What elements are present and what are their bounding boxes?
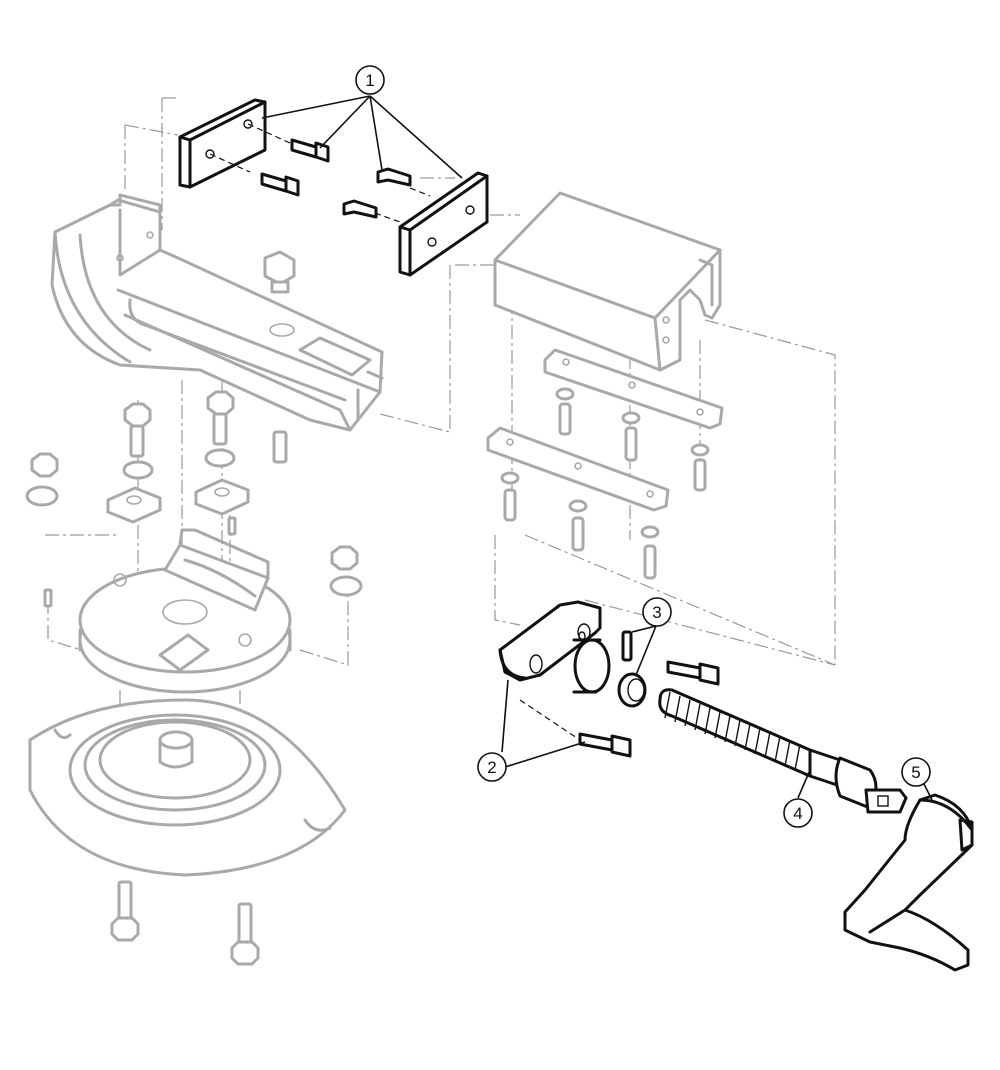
hex-nuts: [25, 452, 363, 608]
crank-handle: [843, 793, 974, 972]
callout-3: 3: [642, 597, 672, 627]
screw-bracket: [498, 600, 611, 694]
gib-plate-lower: [486, 426, 670, 512]
bracket-screws: [519, 660, 720, 758]
gib-plate-upper: [543, 348, 724, 430]
base-bolts-top: [122, 390, 288, 480]
callout-3-label: 3: [652, 603, 661, 622]
vise-body: [50, 193, 384, 432]
callout-2: 2: [477, 752, 507, 782]
callout-5-label: 5: [911, 763, 920, 782]
callout-leaders: [261, 95, 933, 801]
jaw-plate-left: [178, 98, 267, 189]
callout-5: 5: [901, 757, 931, 787]
jaw-plate-right: [398, 171, 489, 277]
lead-screw: [658, 688, 908, 814]
callout-1: 1: [355, 65, 385, 95]
callout-2-label: 2: [487, 758, 496, 777]
callout-1-label: 1: [365, 71, 374, 90]
roll-pin: [621, 630, 633, 662]
vise-base: [28, 698, 347, 877]
base-bolts-bottom: [110, 880, 260, 966]
lube-fitting: [263, 250, 296, 294]
t-nuts: [106, 478, 250, 524]
callout-4-label: 4: [793, 804, 802, 823]
movable-jaw: [493, 191, 722, 372]
callout-4: 4: [783, 798, 813, 828]
jaw-screws: [209, 123, 431, 223]
thrust-collar: [617, 672, 647, 708]
jaw-screw-1: [290, 138, 330, 163]
swivel-plate: [78, 528, 292, 694]
jaw-screw-3: [376, 167, 412, 187]
gib-screws: [500, 387, 710, 580]
jaw-screw-2: [260, 172, 300, 197]
jaw-screw-4: [342, 199, 378, 219]
